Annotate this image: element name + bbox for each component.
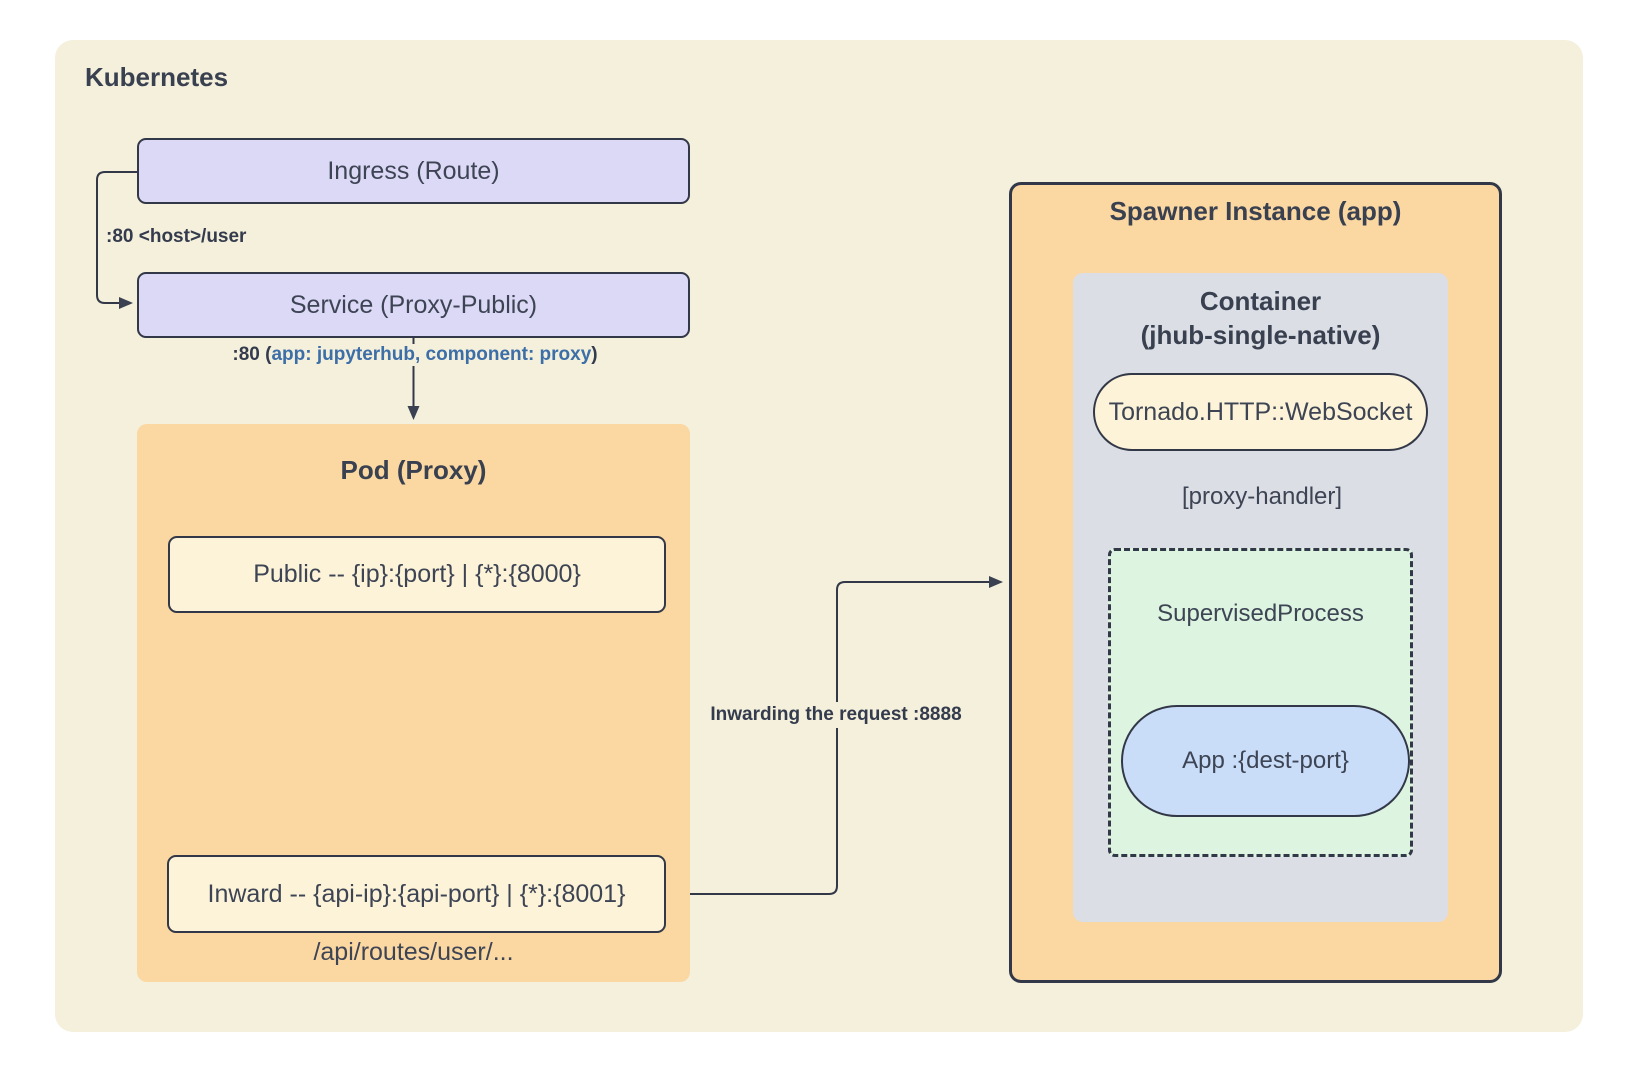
edge-label-inwarding: Inwarding the request :8888: [706, 702, 966, 728]
service-node: Service (Proxy-Public): [137, 272, 690, 338]
edge-label-host-user: :80 <host>/user: [104, 226, 249, 248]
api-routes-label: /api/routes/user/...: [313, 938, 514, 966]
port80-suffix: ): [591, 344, 598, 365]
container-title: Container (jhub-single-native): [1140, 286, 1381, 350]
public-node: Public -- {ip}:{port} | {*}:{8000}: [168, 536, 666, 613]
edge-label-port80: :80 (app: jupyterhub, component: proxy): [229, 344, 601, 366]
tornado-websocket-node: Tornado.HTTP::WebSocket: [1093, 373, 1428, 451]
port80-selector: app: jupyterhub, component: proxy: [271, 344, 592, 365]
cluster-title: Kubernetes: [85, 62, 229, 92]
spawner-title: Spawner Instance (app): [1109, 196, 1402, 226]
port80-prefix: :80 (: [232, 344, 272, 365]
supervised-process-title: SupervisedProcess: [1157, 600, 1364, 627]
proxy-handler-label: [proxy-handler]: [1181, 483, 1343, 510]
pod-title: Pod (Proxy): [340, 455, 487, 485]
app-dest-port-node: App :{dest-port}: [1121, 705, 1410, 817]
ingress-node: Ingress (Route): [137, 138, 690, 204]
inward-node: Inward -- {api-ip}:{api-port} | {*}:{800…: [167, 855, 666, 933]
